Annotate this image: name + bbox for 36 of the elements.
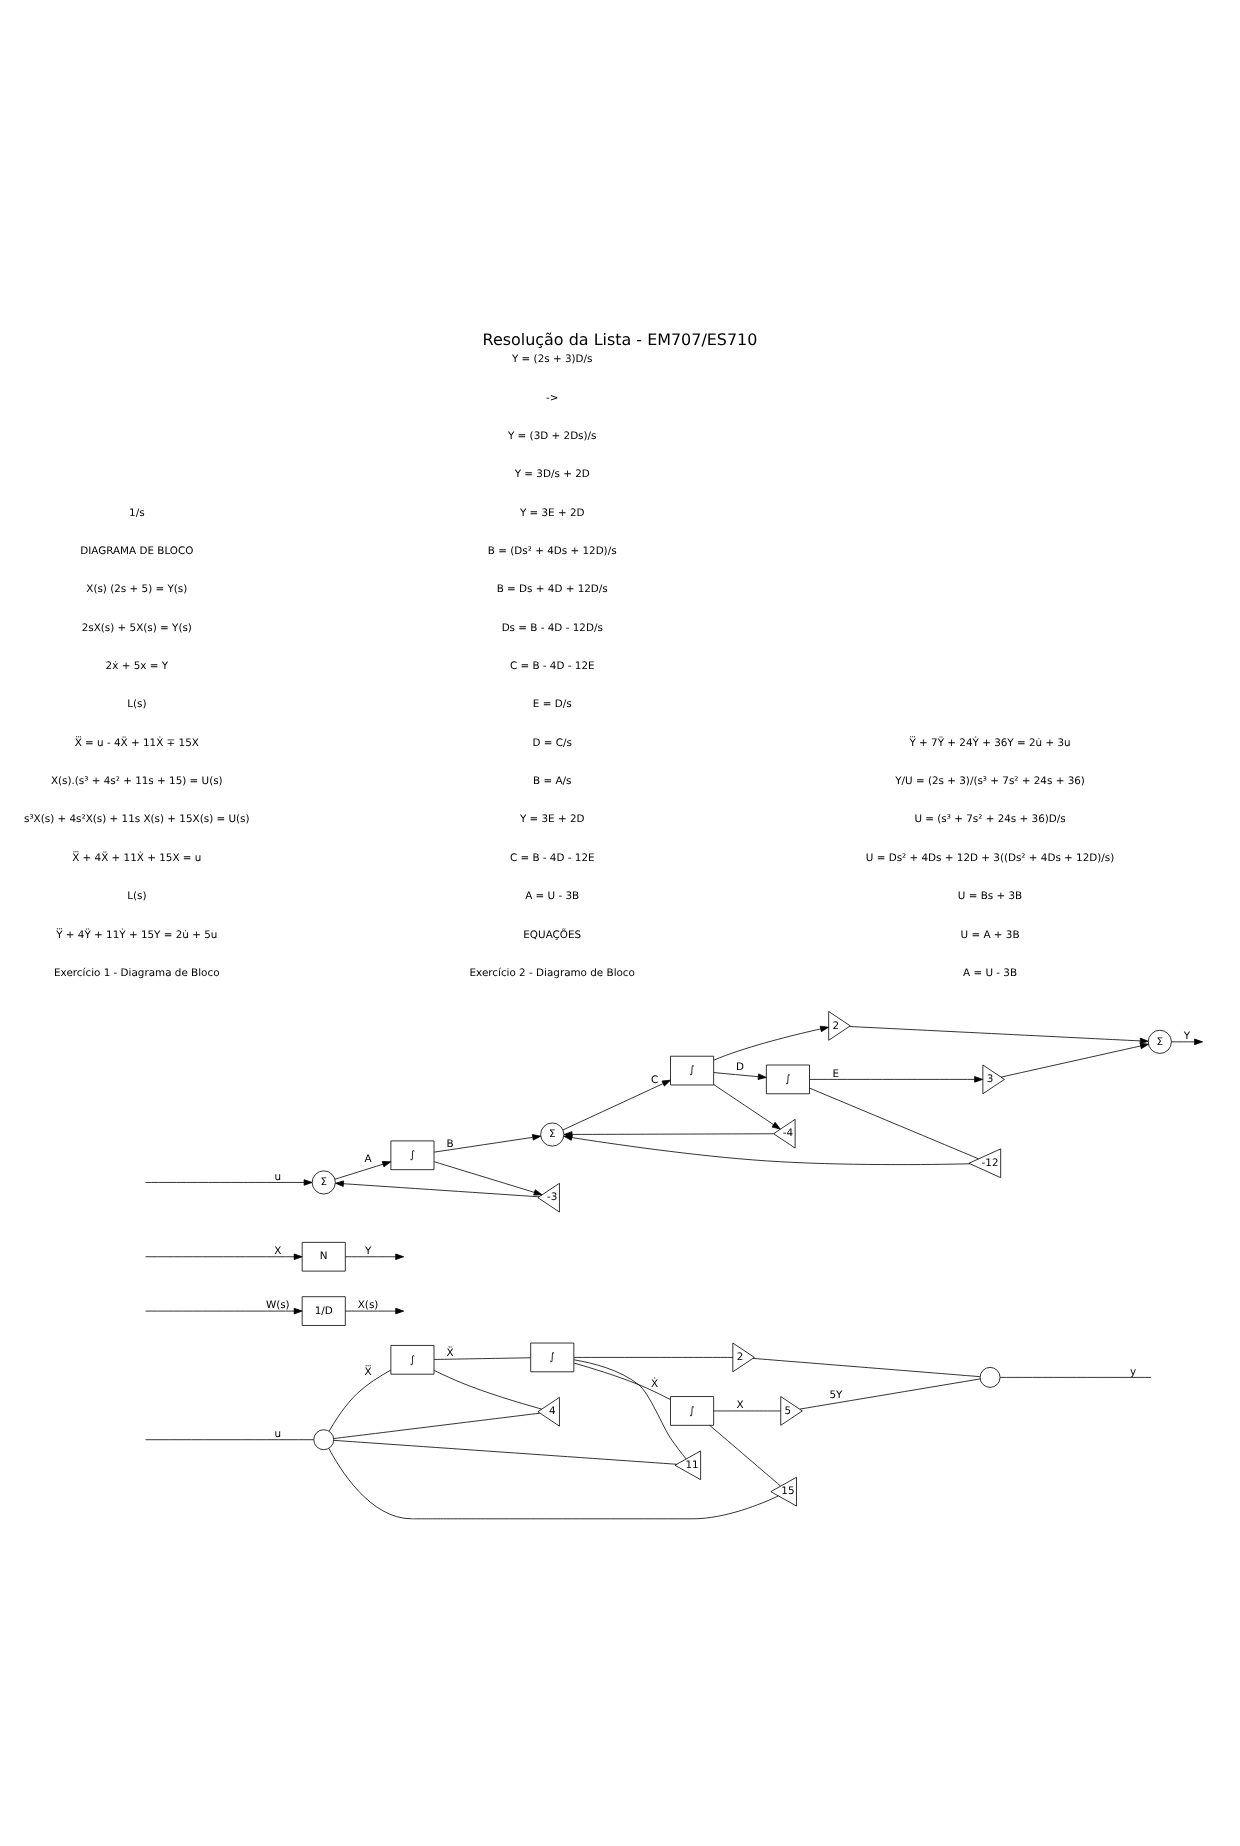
connector — [809, 1086, 979, 1159]
arrow — [809, 1075, 983, 1082]
connector — [433, 1369, 542, 1409]
arrow — [345, 1252, 405, 1259]
arrow — [345, 1306, 405, 1314]
connector — [145, 1438, 315, 1440]
connector — [573, 1356, 734, 1357]
node-circle — [313, 1428, 335, 1450]
connector — [999, 1376, 1152, 1377]
connector — [713, 1409, 782, 1411]
arrow — [713, 1024, 829, 1060]
connector — [573, 1361, 671, 1399]
connector — [433, 1356, 531, 1359]
connector — [328, 1447, 779, 1519]
arrow — [334, 1160, 392, 1179]
connector — [333, 1411, 541, 1438]
connector — [709, 1424, 781, 1486]
connector — [333, 1438, 678, 1464]
connector — [752, 1357, 981, 1377]
arrow — [713, 1083, 781, 1129]
arrow — [433, 1133, 542, 1152]
arrow — [563, 1133, 971, 1164]
arrow — [1171, 1037, 1203, 1045]
arrow — [713, 1071, 767, 1079]
connector — [573, 1358, 687, 1459]
arrow — [849, 1025, 1149, 1044]
arrow — [562, 1078, 671, 1130]
arrow — [433, 1160, 543, 1195]
arrow — [1000, 1041, 1149, 1077]
connector — [328, 1368, 392, 1431]
arrow — [335, 1179, 540, 1197]
node-circle — [979, 1366, 1001, 1387]
arrow — [145, 1252, 303, 1259]
arrow — [145, 1306, 303, 1314]
connector — [799, 1377, 981, 1409]
arrow — [145, 1178, 313, 1185]
